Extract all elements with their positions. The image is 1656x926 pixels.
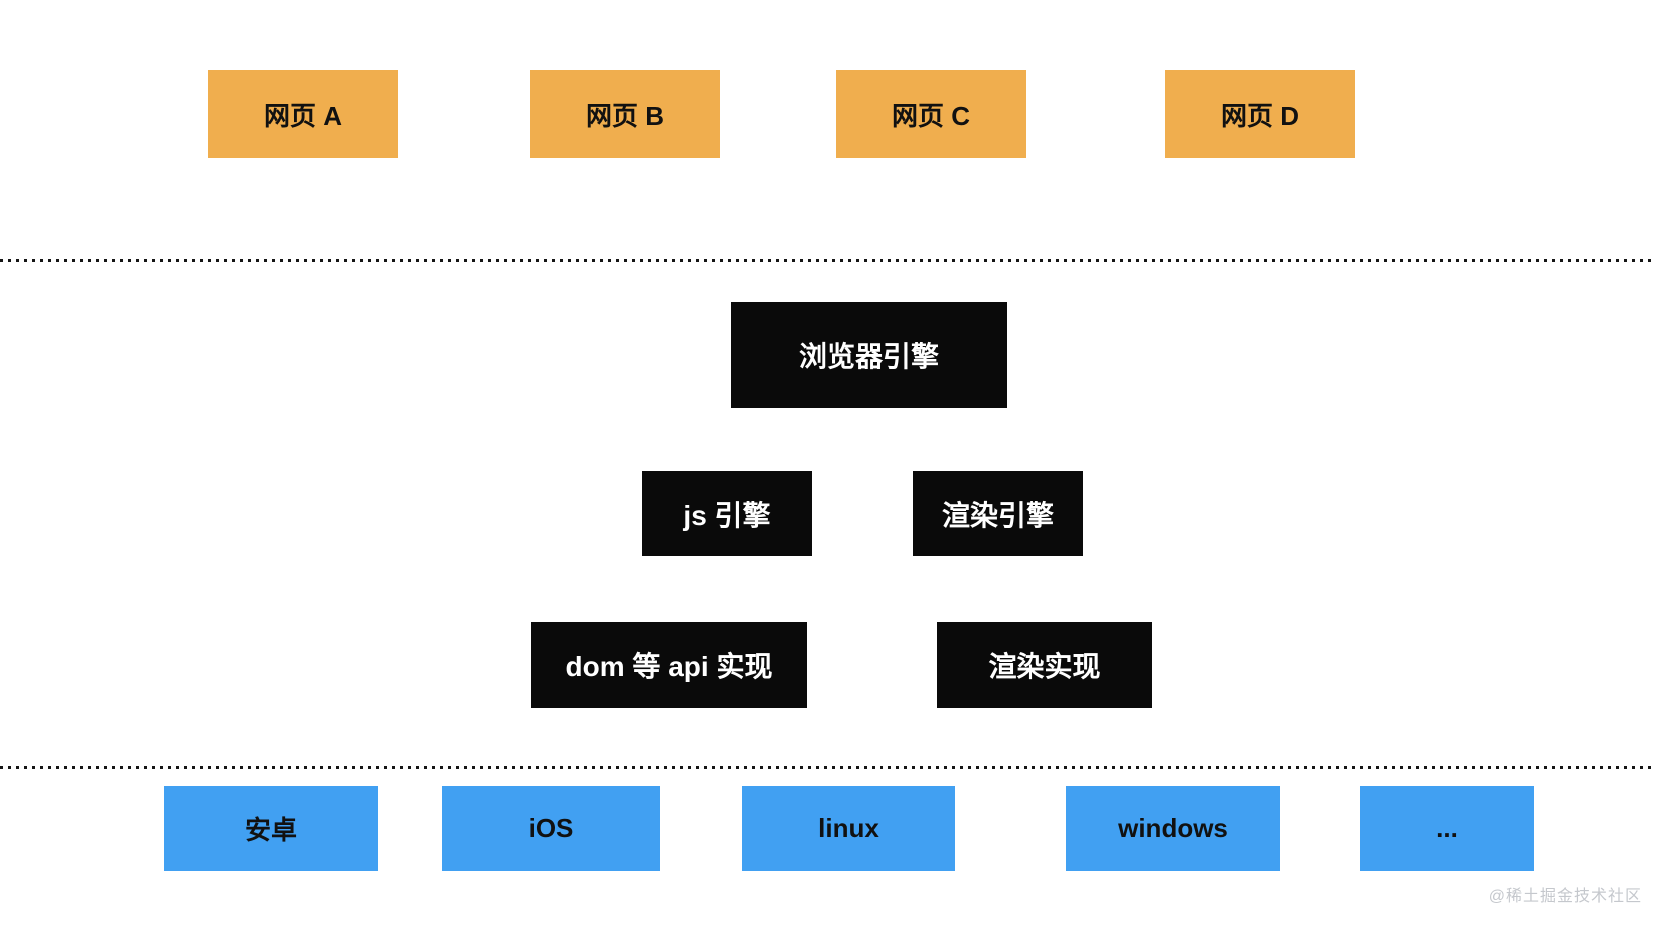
dotted-separator-top — [0, 259, 1656, 262]
watermark-text: @稀土掘金技术社区 — [1488, 888, 1642, 905]
dotted-separator-bottom — [0, 766, 1656, 769]
web-page-c-box: 网页 C — [836, 70, 1026, 158]
render-engine-box: 渲染引擎 — [913, 471, 1083, 556]
platform-ios-box: iOS — [442, 786, 660, 871]
web-page-b-box: 网页 B — [530, 70, 720, 158]
render-implementation-box: 渲染实现 — [937, 622, 1152, 708]
platform-windows-box: windows — [1066, 786, 1280, 871]
platform-linux-box: linux — [742, 786, 955, 871]
web-page-a-box: 网页 A — [208, 70, 398, 158]
platform-android-box: 安卓 — [164, 786, 378, 871]
js-engine-box: js 引擎 — [642, 471, 812, 556]
dom-api-implementation-box: dom 等 api 实现 — [531, 622, 807, 708]
platform-more-box: ... — [1360, 786, 1534, 871]
browser-engine-box: 浏览器引擎 — [731, 302, 1007, 408]
web-page-d-box: 网页 D — [1165, 70, 1355, 158]
